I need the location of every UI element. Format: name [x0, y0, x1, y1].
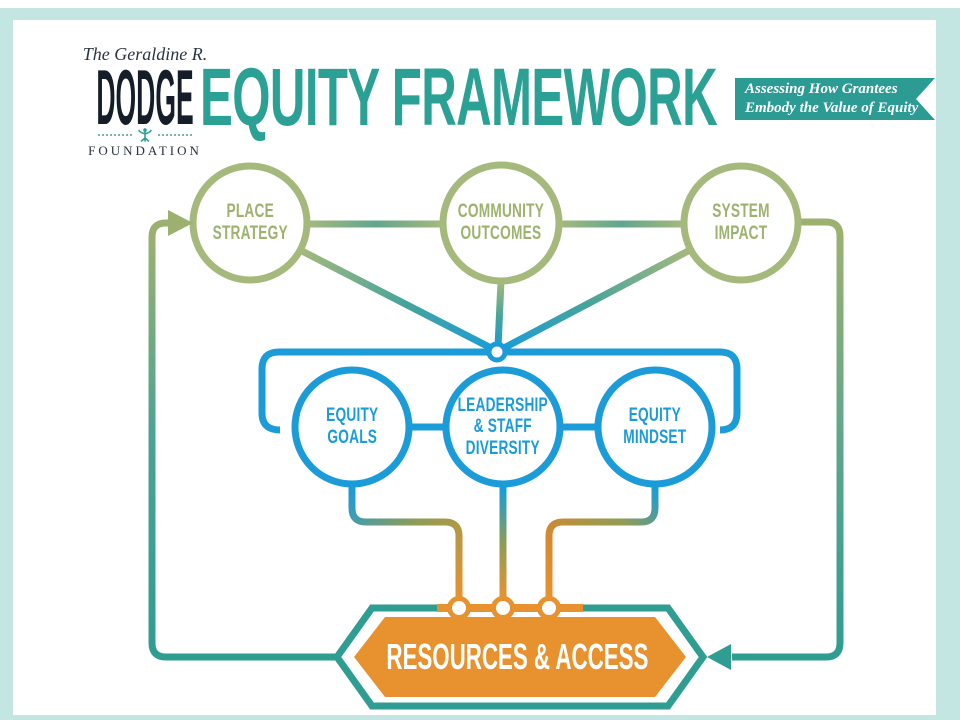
arrowhead-into-resources: [707, 644, 731, 670]
right-feedback-line: [732, 218, 844, 661]
label-community-outcomes: COMMUNITY OUTCOMES: [457, 201, 545, 244]
circle-leadership-diversity: [442, 366, 564, 488]
hexagon-fill: [354, 617, 686, 697]
ribbon-line-2: Embody the Value of Equity: [745, 100, 919, 116]
label-resources-access: RESOURCES & ACCESS: [385, 636, 649, 677]
logo-dots-right: [158, 134, 192, 136]
label-leadership-diversity: LEADERSHIP & STAFF DIVERSITY: [457, 394, 549, 459]
logo-wordmark: DODGE: [96, 53, 194, 141]
logo-divider: [45, 126, 245, 144]
logo-eyebrow: The Geraldine R.: [82, 44, 208, 64]
label-place-strategy: PLACE STRATEGY: [212, 201, 288, 244]
connector-system-junction: [500, 246, 692, 353]
frame-top-border: [0, 8, 960, 20]
resource-node-left: [447, 596, 471, 620]
logo-foundation: FOUNDATION: [88, 143, 202, 158]
junction-node: [486, 341, 508, 363]
circle-equity-mindset: [594, 366, 716, 488]
resource-node-center: [491, 596, 515, 620]
drop-mindset-resources: [545, 484, 659, 606]
page-title: EQUITY FRAMEWORK: [200, 52, 718, 143]
arrowhead-into-place-strategy: [168, 210, 193, 236]
circle-system-impact: [680, 162, 802, 284]
left-feedback-line: [148, 219, 340, 661]
frame-bottom-border: [0, 715, 960, 720]
frame-right-border: [936, 8, 960, 720]
person-icon: [138, 128, 152, 142]
resource-node-right: [537, 596, 561, 620]
label-equity-mindset: EQUITY MINDSET: [623, 405, 687, 448]
logo-dots-left: [98, 134, 132, 136]
drop-goals-resources: [348, 484, 463, 606]
ribbon-banner: Assessing How Grantees Embody the Value …: [735, 78, 935, 120]
connector-community-junction: [494, 280, 505, 348]
connector-place-junction: [298, 246, 495, 353]
label-equity-goals: EQUITY GOALS: [325, 405, 379, 448]
circle-community-outcomes: [439, 161, 563, 285]
circle-equity-goals: [291, 366, 413, 488]
ribbon-line-1: Assessing How Grantees: [745, 80, 898, 97]
label-system-impact: SYSTEM IMPACT: [712, 201, 770, 244]
frame-left-border: [0, 8, 13, 720]
